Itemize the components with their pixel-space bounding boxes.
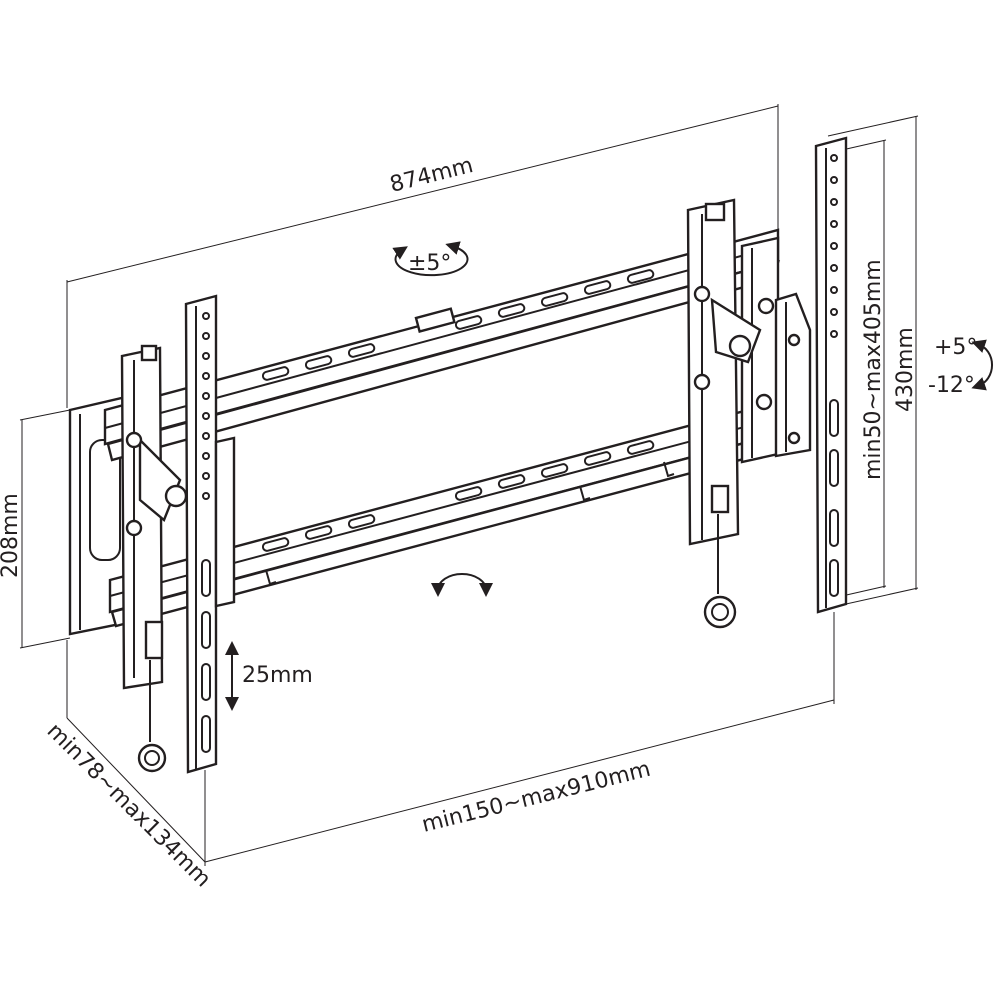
tilt-down-label: -12° [928, 373, 975, 398]
adjust-step-label: 25mm [242, 663, 313, 688]
rail-width-label: 874mm [387, 153, 475, 198]
tilt-indicator-top [392, 241, 469, 277]
total-height-label: 430mm [893, 327, 918, 412]
tilt-up-label: +5° [934, 335, 977, 360]
plate-height-label: 208mm [0, 493, 23, 578]
rotation-arrow-center [431, 573, 493, 597]
vesa-vertical-label: min50~max405mm [861, 259, 886, 480]
tilt-center-label: ±5° [408, 251, 451, 276]
vertical-arm-right [774, 136, 848, 614]
tilt-mechanism-right [686, 198, 775, 629]
bottom-rail-slots [261, 440, 655, 552]
top-rail-slots [261, 269, 655, 381]
mounting-rails [103, 228, 781, 628]
tilt-mechanism-left [120, 344, 188, 773]
dimension-lines [19, 104, 919, 866]
vertical-arm-left [184, 294, 236, 774]
tilt-arrow-right [971, 339, 993, 391]
